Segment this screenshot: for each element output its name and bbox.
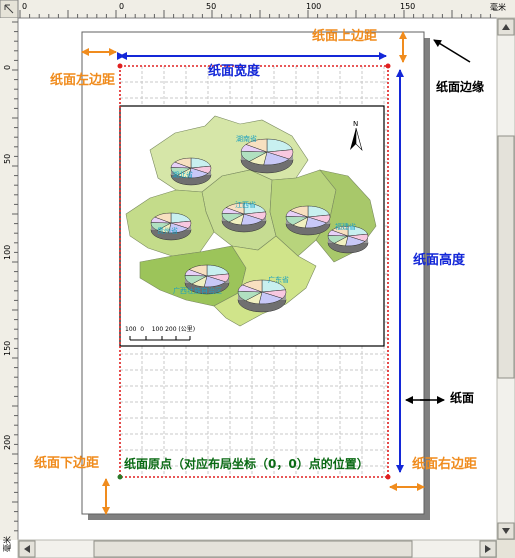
vertical-scrollbar[interactable] — [496, 17, 515, 541]
paper-label: 纸面 — [450, 391, 475, 405]
paper-origin-marker — [117, 474, 123, 480]
region-label-guizhou: 贵州省 — [157, 226, 178, 235]
top-margin-label: 纸面上边距 — [312, 29, 378, 44]
north-arrow-label: N — [353, 120, 358, 128]
region-label-guangdong: 广东省 — [268, 275, 289, 284]
top-ruler-label-50: 50 — [206, 2, 216, 11]
horizontal-scroll-thumb[interactable] — [93, 540, 413, 558]
left-ruler-unit: 毫米 — [2, 536, 12, 552]
pie-guangdong — [237, 279, 287, 313]
printable-area-border — [119, 65, 389, 478]
pie-hunan — [240, 138, 294, 174]
scale-bar — [129, 336, 191, 341]
corner-marker-top-left — [117, 63, 123, 69]
pie-guangxi — [184, 264, 230, 295]
north-arrow-icon — [350, 127, 363, 152]
region-label-guangxi: 广西壮族自治区 — [173, 286, 222, 295]
pie-jiangxi — [285, 205, 331, 236]
pie-fujian — [327, 225, 369, 254]
corner-marker-bottom-right — [385, 474, 391, 480]
left-ruler-label-50: 50 — [3, 154, 12, 164]
height-label: 纸面高度 — [413, 253, 466, 268]
right-margin-label: 纸面右边距 — [412, 457, 478, 472]
bottom-margin-label: 纸面下边距 — [34, 456, 100, 471]
paper-origin-label: 纸面原点（对应布局坐标（0，0）点的位置） — [124, 457, 369, 471]
ruler-corner[interactable] — [0, 0, 19, 19]
region-label-hubei: 湖北省 — [172, 170, 193, 179]
top-ruler-label-100: 100 — [306, 2, 321, 11]
region-label-jiangxi: 江西省 — [235, 200, 256, 209]
edge-arrow — [433, 39, 471, 63]
left-ruler-label-100: 100 — [3, 245, 12, 260]
width-label: 纸面宽度 — [208, 64, 261, 79]
top-ruler-label-150: 150 — [400, 2, 415, 11]
edge-label: 纸面边缘 — [436, 80, 485, 94]
scale-bar-label: 100 0 100 200 (公里) — [125, 326, 195, 333]
scroll-corner — [497, 540, 515, 558]
top-ruler-label-0a: 0 — [22, 2, 27, 11]
pie-hubei — [170, 157, 212, 186]
pie-guizhou — [150, 212, 192, 241]
horizontal-scrollbar[interactable] — [17, 539, 498, 558]
top-ruler-label-0: 0 — [119, 2, 124, 11]
top-ruler-unit: 毫米 — [490, 2, 506, 12]
top-ruler[interactable]: 0 0 50 100 150 毫米 — [0, 0, 515, 19]
left-ruler[interactable]: 0 50 100 150 200 毫米 — [0, 18, 19, 552]
corner-marker-top-right — [385, 63, 391, 69]
pie-hunan-south — [221, 202, 267, 233]
left-ruler-label-0: 0 — [3, 65, 12, 70]
region-label-fujian: 福建省 — [335, 222, 356, 231]
left-ruler-label-150: 150 — [3, 341, 12, 356]
map-frame[interactable]: 湖南省 湖北省 贵州省 江西省 福建省 广西壮族自治区 广东省 N 10 — [119, 105, 385, 347]
vertical-scroll-thumb[interactable] — [497, 135, 515, 379]
left-margin-label: 纸面左边距 — [50, 73, 116, 88]
region-label-hunan: 湖南省 — [236, 134, 257, 143]
left-ruler-label-200: 200 — [3, 435, 12, 450]
